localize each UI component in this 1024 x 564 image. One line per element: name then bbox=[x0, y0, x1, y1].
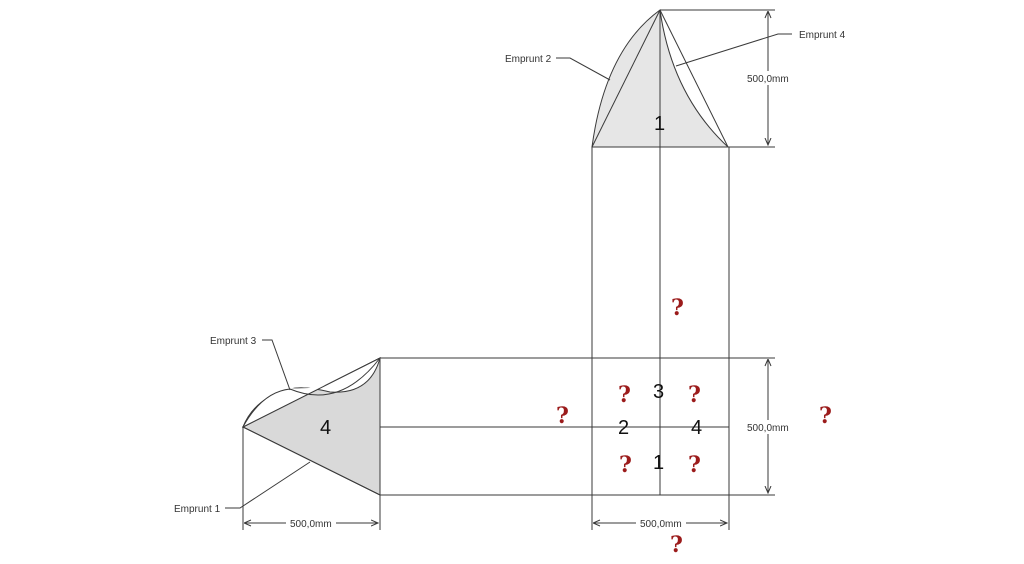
leader-emprunt2 bbox=[556, 57, 611, 81]
question-mark: ? bbox=[556, 403, 569, 429]
label-emprunt1: Emprunt 1 bbox=[174, 504, 221, 515]
label-emprunt4: Emprunt 4 bbox=[799, 30, 846, 41]
leader-emprunt4 bbox=[675, 33, 792, 67]
face-number-center-top: 3 bbox=[653, 381, 664, 403]
question-mark: ? bbox=[670, 532, 683, 558]
face-number-top: 1 bbox=[654, 113, 665, 135]
question-mark: ? bbox=[819, 403, 832, 429]
dimension-label-left: 500,0mm bbox=[290, 519, 332, 530]
label-emprunt3: Emprunt 3 bbox=[210, 336, 257, 347]
leader-emprunt1 bbox=[225, 461, 311, 509]
label-emprunt2: Emprunt 2 bbox=[505, 54, 552, 65]
face-number-center-bottom: 1 bbox=[653, 452, 664, 474]
question-mark: ? bbox=[688, 452, 701, 478]
dimension-label-bottom: 500,0mm bbox=[640, 519, 682, 530]
dimension-label-right-bottom: 500,0mm bbox=[747, 423, 789, 434]
face-number-left: 4 bbox=[320, 417, 331, 439]
face-number-center-right: 4 bbox=[691, 417, 702, 439]
question-mark: ? bbox=[619, 452, 632, 478]
dimension-label-right-top: 500,0mm bbox=[747, 74, 789, 85]
face-number-center-left: 2 bbox=[618, 417, 629, 439]
left-cap-shape bbox=[241, 357, 381, 496]
question-mark: ? bbox=[671, 295, 684, 321]
question-mark: ? bbox=[618, 382, 631, 408]
question-mark: ? bbox=[688, 382, 701, 408]
leader-emprunt3 bbox=[262, 339, 291, 391]
